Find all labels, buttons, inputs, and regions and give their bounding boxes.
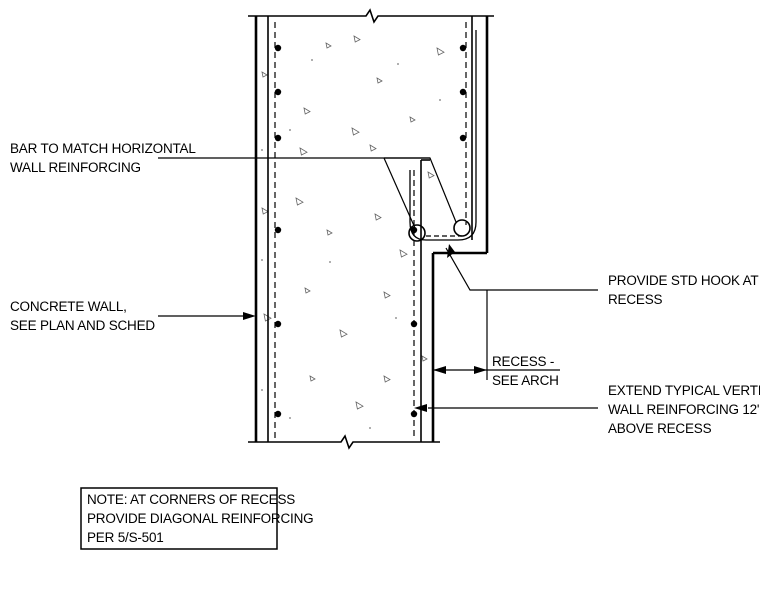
aggregate-dot bbox=[311, 59, 313, 61]
label-std-hook: PROVIDE STD HOOK AT bbox=[608, 273, 758, 288]
aggregate-dot bbox=[289, 417, 291, 419]
rebar-dot bbox=[274, 226, 282, 234]
rebar-dot bbox=[274, 88, 282, 96]
aggregate-mark bbox=[261, 207, 269, 215]
aggregate-mark bbox=[326, 229, 333, 236]
rebar-dots bbox=[274, 44, 467, 418]
label-extend-reinforcing-2: WALL REINFORCING 12" bbox=[608, 402, 760, 417]
aggregate-mark bbox=[374, 213, 382, 221]
aggregate-mark bbox=[299, 147, 308, 156]
label-recess: RECESS - bbox=[492, 354, 554, 369]
note-line-2: PROVIDE DIAGONAL REINFORCING bbox=[87, 511, 313, 526]
leader-lines bbox=[158, 157, 598, 409]
break-line-top bbox=[248, 8, 494, 24]
aggregate-dot bbox=[369, 427, 371, 429]
label-bar-to-match: BAR TO MATCH HORIZONTAL bbox=[10, 141, 196, 156]
aggregate-mark bbox=[303, 107, 311, 115]
note-line-1: NOTE: AT CORNERS OF RECESS bbox=[87, 492, 295, 507]
wall-outline bbox=[254, 16, 489, 442]
rebar-dot bbox=[459, 44, 467, 52]
aggregate-mark bbox=[436, 47, 445, 56]
label-std-hook-2: RECESS bbox=[608, 292, 663, 307]
aggregate-dot bbox=[261, 259, 263, 261]
arrow-heads bbox=[243, 244, 487, 412]
aggregate-mark bbox=[309, 375, 316, 382]
aggregate-mark bbox=[304, 287, 311, 294]
aggregate-mark bbox=[339, 329, 348, 338]
aggregate-mark bbox=[376, 77, 383, 84]
aggregate-mark bbox=[427, 171, 435, 179]
aggregate-mark bbox=[421, 355, 428, 362]
concrete-aggregate-hatch bbox=[261, 35, 445, 429]
aggregate-mark bbox=[383, 291, 391, 299]
rebar-dot bbox=[459, 134, 467, 142]
aggregate-dot bbox=[261, 149, 263, 151]
note-box: NOTE: AT CORNERS OF RECESS PROVIDE DIAGO… bbox=[80, 487, 314, 550]
break-line-bottom bbox=[248, 434, 440, 450]
aggregate-mark bbox=[409, 116, 416, 123]
aggregate-mark bbox=[351, 127, 360, 136]
rebar-dot bbox=[274, 320, 282, 328]
aggregate-dot bbox=[261, 389, 263, 391]
rebar-dot bbox=[410, 320, 418, 328]
hooked-bar-recess bbox=[408, 30, 477, 242]
aggregate-dot bbox=[329, 261, 331, 263]
note-line-3: PER 5/S-501 bbox=[87, 530, 164, 545]
aggregate-dot bbox=[397, 63, 399, 65]
aggregate-mark bbox=[261, 71, 268, 78]
aggregate-mark bbox=[295, 197, 304, 206]
rebar-dot bbox=[274, 134, 282, 142]
rebar-dot bbox=[274, 410, 282, 418]
aggregate-mark bbox=[369, 144, 377, 152]
label-bar-to-match-2: WALL REINFORCING bbox=[10, 160, 141, 175]
label-concrete-wall: CONCRETE WALL, bbox=[10, 299, 127, 314]
aggregate-dot bbox=[439, 99, 441, 101]
label-concrete-wall-2: SEE PLAN AND SCHED bbox=[10, 318, 155, 333]
rebar-dot bbox=[410, 410, 418, 418]
aggregate-mark bbox=[325, 42, 332, 49]
label-extend-reinforcing: EXTEND TYPICAL VERTICAL bbox=[608, 383, 760, 398]
aggregate-dot bbox=[289, 129, 291, 131]
rebar-dot bbox=[459, 88, 467, 96]
label-recess-2: SEE ARCH bbox=[492, 373, 559, 388]
aggregate-mark bbox=[399, 249, 408, 258]
aggregate-dot bbox=[395, 317, 397, 319]
aggregate-mark bbox=[353, 35, 361, 43]
rebar-dot bbox=[410, 226, 418, 234]
wall-inner-lines bbox=[267, 16, 473, 442]
label-extend-reinforcing-3: ABOVE RECESS bbox=[608, 421, 712, 436]
rebar-dot bbox=[274, 44, 282, 52]
aggregate-mark bbox=[355, 401, 364, 410]
aggregate-mark bbox=[383, 375, 391, 383]
vertical-reinforcing bbox=[274, 22, 467, 438]
